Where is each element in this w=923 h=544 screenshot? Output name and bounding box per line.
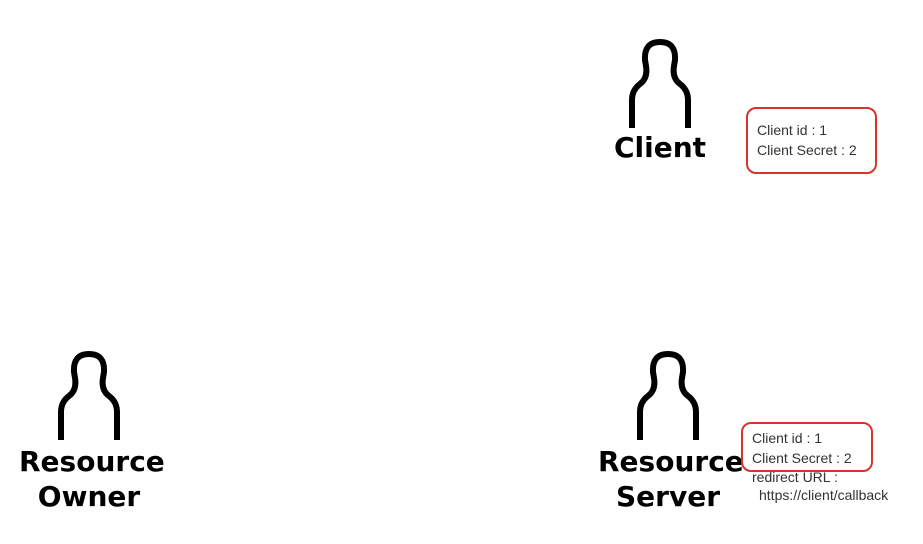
client-person-icon — [629, 39, 691, 128]
server-client-id-text: Client id : 1 — [752, 430, 823, 446]
redirect-url-value: https://client/callback — [759, 487, 889, 503]
client-secret-text: Client Secret : 2 — [757, 142, 857, 158]
client-id-text: Client id : 1 — [757, 122, 828, 138]
resource-owner-label-line1: Resource — [19, 445, 165, 478]
client-credentials-box — [746, 107, 877, 174]
resource-owner-person-icon — [58, 351, 120, 440]
server-credentials-box — [741, 422, 873, 472]
server-client-secret-text: Client Secret : 2 — [752, 450, 852, 466]
resource-server-person-icon — [637, 351, 699, 440]
resource-server-label-line2: Server — [615, 480, 720, 513]
resource-server-label-line1: Resource — [598, 445, 744, 478]
resource-owner-label-line2: Owner — [37, 480, 141, 513]
client-label: Client — [613, 131, 707, 164]
redirect-url-label: redirect URL : — [752, 469, 838, 485]
